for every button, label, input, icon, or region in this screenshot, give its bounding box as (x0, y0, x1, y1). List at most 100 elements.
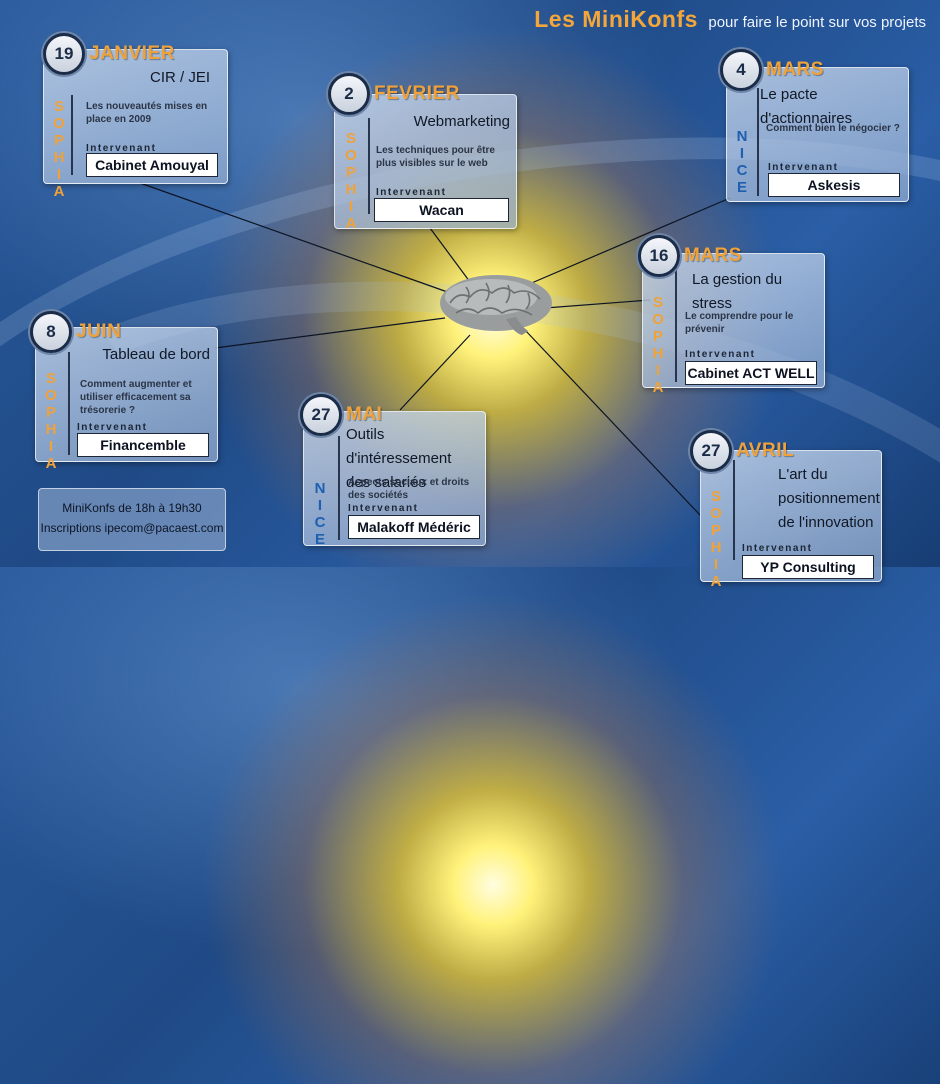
event-description: Comment augmenter et utiliser efficacemen… (80, 378, 192, 417)
city-letter: S (652, 294, 663, 311)
card-divider (338, 436, 340, 540)
speaker-name: YP Consulting (742, 555, 874, 579)
speaker-label: Intervenant (768, 162, 839, 173)
event-title-line: positionnement (778, 490, 880, 507)
event-description-line: Les techniques pour être (376, 145, 495, 156)
card-divider (71, 95, 73, 175)
city-letter: O (345, 147, 357, 164)
city-letter: O (652, 311, 664, 328)
card-divider (368, 118, 370, 214)
connector-line (519, 197, 731, 289)
connector-line (429, 227, 471, 283)
day-number: 4 (720, 49, 762, 91)
city-letter: P (710, 522, 721, 539)
speaker-name: Cabinet ACT WELL (685, 361, 817, 385)
card-divider (675, 262, 677, 382)
city-letter: S (710, 488, 721, 505)
speaker-name: Malakoff Médéric (348, 515, 480, 539)
speaker-name: Askesis (768, 173, 900, 197)
event-description-line: Les nouveautés mises en (86, 101, 208, 112)
event-description-line: des sociétés (348, 490, 409, 501)
event-description-line: plus visibles sur le web (376, 158, 488, 169)
city-letter: I (48, 438, 54, 455)
city-letter: I (739, 145, 745, 162)
city-letter: O (53, 115, 65, 132)
day-number: 27 (300, 394, 342, 436)
event-description: Comment bien le négocier ? (766, 122, 900, 135)
event-title-line: Outils d'intéressement (346, 426, 452, 467)
connector-lines (139, 182, 731, 516)
event-title: Outils d'intéressement des salariés (346, 423, 481, 495)
connector-line (399, 334, 471, 411)
city-letter: P (45, 404, 56, 421)
connector-line (524, 329, 701, 516)
card-divider (757, 88, 759, 196)
event-title: Tableau de bord (60, 343, 210, 367)
event-description-line: place en 2009 (86, 114, 152, 125)
month-label: FEVRIER (374, 83, 460, 104)
event-title-line: CIR / JEI (149, 69, 210, 86)
city-letter: A (53, 183, 65, 200)
brand-title: Les MiniKonfs (534, 6, 698, 32)
speaker-name: Wacan (374, 198, 509, 222)
event-description: Aspects sociaux et droits des sociétés (348, 476, 469, 502)
event-title-line: des salariés (346, 474, 427, 491)
card-divider (733, 460, 735, 560)
header: Les MiniKonfs pour faire le point sur vo… (534, 6, 926, 33)
event-description-line: utiliser efficacement sa (80, 392, 191, 403)
speaker-label: Intervenant (685, 349, 756, 360)
city-letter: A (652, 379, 664, 396)
month-label: MARS (684, 245, 742, 266)
day-number: 27 (690, 430, 732, 472)
city-letter: P (345, 164, 356, 181)
speaker-label: Intervenant (742, 543, 813, 554)
month-label: JUIN (76, 321, 122, 342)
city-letter: S (53, 98, 64, 115)
city-letter: C (314, 514, 326, 531)
day-number: 19 (43, 33, 85, 75)
month-label: JANVIER (89, 43, 175, 64)
city-letter: H (45, 421, 57, 438)
event-title-line: Tableau de bord (102, 346, 210, 363)
event-title-line: Webmarketing (413, 113, 510, 130)
card-divider (68, 352, 70, 455)
city-letter: I (655, 362, 661, 379)
city-letter: S (45, 370, 56, 387)
event-description-line: Comment augmenter et (80, 379, 192, 390)
month-label: MAI (346, 404, 383, 425)
event-title: CIR / JEI (60, 66, 210, 90)
city-letter: I (713, 556, 719, 573)
event-title-line: Le pacte d'actionnaires (760, 86, 853, 127)
city-letter: I (348, 198, 354, 215)
city-letter: I (56, 166, 62, 183)
speaker-label: Intervenant (348, 503, 419, 514)
speaker-label: Intervenant (86, 143, 157, 154)
city-letter: H (652, 345, 664, 362)
city-letter: O (710, 505, 722, 522)
speaker-label: Intervenant (77, 422, 148, 433)
event-title-line: L'art du (778, 466, 828, 483)
speaker-name: Cabinet Amouyal (86, 153, 218, 177)
event-title: Webmarketing (370, 110, 510, 134)
brain-icon (440, 275, 552, 335)
day-number: 8 (30, 311, 72, 353)
event-title: La gestion du stress (692, 268, 817, 316)
speaker-label: Intervenant (376, 187, 447, 198)
event-description: Les nouveautés mises en place en 2009 (86, 100, 207, 126)
event-description: Les techniques pour être plus visibles su… (376, 144, 495, 170)
event-description-line: Aspects sociaux et droits (348, 477, 470, 488)
schedule-text: MiniKonfs de 18h à 19h30 (62, 501, 202, 515)
city-letter: A (345, 215, 357, 232)
day-number: 2 (328, 73, 370, 115)
city-letter: N (314, 480, 326, 497)
connector-line (214, 317, 446, 349)
